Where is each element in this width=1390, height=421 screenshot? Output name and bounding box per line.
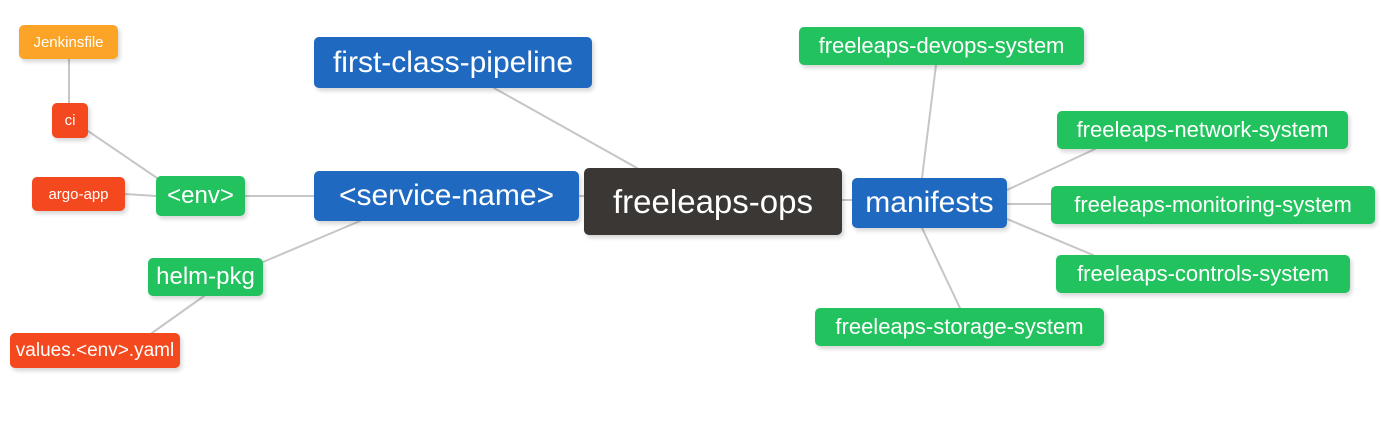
node-label-values-env-yaml: values.<env>.yaml <box>15 340 175 361</box>
node-label-env: <env> <box>167 182 234 209</box>
mindmap-node-freeleaps-monitoring-system[interactable]: freeleaps-monitoring-system <box>1051 186 1375 224</box>
node-label-argo-app: argo-app <box>48 185 109 203</box>
edge-values-env-yaml-to-helm-pkg <box>151 295 205 334</box>
edge-ci-to-env <box>87 130 161 181</box>
edge-manifests-to-freeleaps-storage-system <box>921 227 961 309</box>
mindmap-node-freeleaps-devops-system[interactable]: freeleaps-devops-system <box>799 27 1084 65</box>
mindmap-node-freeleaps-controls-system[interactable]: freeleaps-controls-system <box>1056 255 1350 293</box>
mindmap-node-values-env-yaml[interactable]: values.<env>.yaml <box>10 333 180 368</box>
mindmap-node-freeleaps-network-system[interactable]: freeleaps-network-system <box>1057 111 1348 149</box>
edge-first-class-pipeline-to-freeleaps-ops <box>493 87 638 169</box>
mindmap-node-service-name[interactable]: <service-name> <box>314 171 579 221</box>
node-label-freeleaps-storage-system: freeleaps-storage-system <box>835 314 1084 339</box>
node-label-manifests: manifests <box>865 186 994 219</box>
edge-argo-app-to-env <box>124 193 157 197</box>
mindmap-node-jenkinsfile[interactable]: Jenkinsfile <box>19 25 118 59</box>
node-label-first-class-pipeline: first-class-pipeline <box>332 45 574 79</box>
edge-manifests-to-freeleaps-network-system <box>1006 148 1096 191</box>
mindmap-node-ci[interactable]: ci <box>52 103 88 138</box>
mindmap-node-env[interactable]: <env> <box>156 176 245 216</box>
edge-manifests-to-freeleaps-devops-system <box>921 64 937 179</box>
node-label-freeleaps-controls-system: freeleaps-controls-system <box>1077 261 1329 286</box>
mindmap-node-helm-pkg[interactable]: helm-pkg <box>148 258 263 296</box>
edge-manifests-to-freeleaps-controls-system <box>1006 218 1094 256</box>
edge-helm-pkg-to-service-name <box>262 220 361 263</box>
mindmap-node-freeleaps-ops[interactable]: freeleaps-ops <box>584 168 842 235</box>
node-label-helm-pkg: helm-pkg <box>156 263 255 290</box>
mindmap-node-argo-app[interactable]: argo-app <box>32 177 125 211</box>
node-label-ci: ci <box>64 112 76 129</box>
node-label-freeleaps-ops: freeleaps-ops <box>613 183 813 220</box>
mindmap-node-manifests[interactable]: manifests <box>852 178 1007 228</box>
node-label-freeleaps-monitoring-system: freeleaps-monitoring-system <box>1074 192 1352 217</box>
node-label-service-name: <service-name> <box>338 179 555 212</box>
mindmap-node-first-class-pipeline[interactable]: first-class-pipeline <box>314 37 592 88</box>
mindmap-node-freeleaps-storage-system[interactable]: freeleaps-storage-system <box>815 308 1104 346</box>
node-label-freeleaps-network-system: freeleaps-network-system <box>1076 117 1329 142</box>
node-label-freeleaps-devops-system: freeleaps-devops-system <box>818 33 1065 58</box>
node-label-jenkinsfile: Jenkinsfile <box>33 33 104 51</box>
